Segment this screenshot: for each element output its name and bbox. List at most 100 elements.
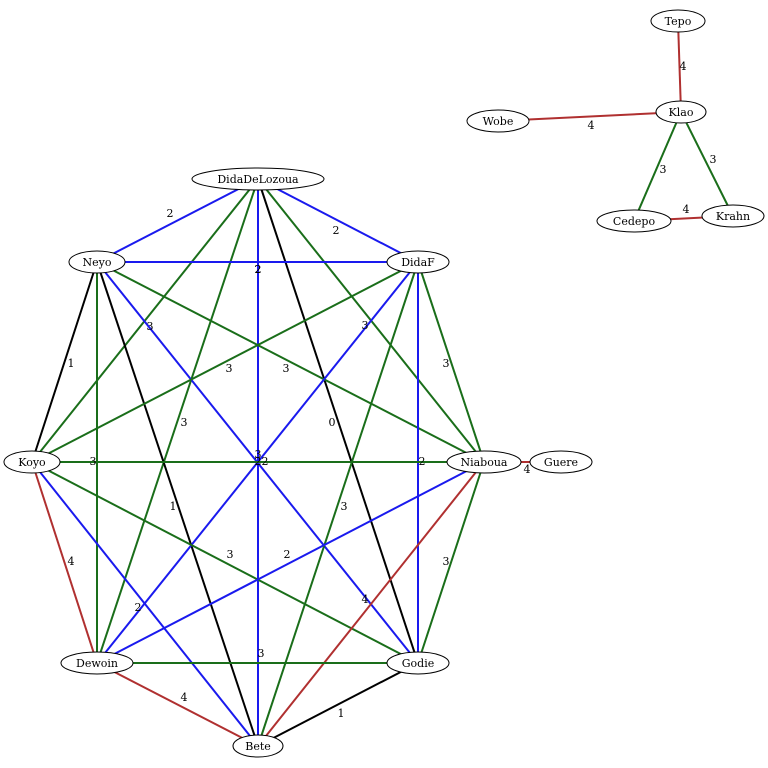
node-label: Godie: [402, 657, 434, 670]
edge-weight-label-didadelozoua-didaf: 2: [333, 224, 340, 237]
edge-weight-label-neyo-niaboua: 3: [283, 362, 290, 375]
edge-klao-cedepo: [633, 111, 682, 222]
node-ellipse: [701, 204, 765, 228]
node-koyo[interactable]: Koyo: [3, 450, 61, 474]
edge-niaboua-bete: [257, 461, 485, 747]
edge-weight-label-koyo-godie: 3: [227, 548, 234, 561]
edge-weight-label-tepo-klao: 4: [680, 60, 687, 73]
node-ellipse: [446, 450, 522, 474]
node-ellipse: [386, 651, 450, 675]
edge-didaf-koyo: [31, 261, 419, 463]
node-label: Neyo: [83, 256, 112, 269]
edge-weight-label-koyo-bete: 2: [262, 455, 269, 468]
edge-weight-label-koyo-dewoin: 4: [68, 555, 75, 568]
edge-neyo-niaboua: [96, 261, 485, 463]
edge-weight-label-klao-cedepo: 3: [660, 163, 667, 176]
node-neyo[interactable]: Neyo: [68, 250, 126, 274]
edge-didaf-bete: [257, 261, 419, 747]
edge-weight-label-didadelozoua-neyo: 2: [167, 207, 174, 220]
node-label: Bete: [245, 740, 271, 753]
edge-koyo-bete: [31, 461, 259, 747]
edge-neyo-bete: [96, 261, 259, 747]
node-label: DidaF: [401, 256, 435, 269]
node-label: Cedepo: [613, 215, 656, 228]
edge-niaboua-godie: [417, 461, 485, 664]
edge-weight-label-klao-krahn: 3: [710, 153, 717, 166]
edge-weight-label-didaf-dewoin: 2: [135, 601, 142, 614]
edge-tepo-klao: [677, 20, 682, 113]
node-label: Wobe: [483, 115, 514, 128]
edge-weight-label-didadelozoua-godie: 0: [329, 416, 336, 429]
node-label: Guere: [544, 456, 578, 469]
edges-layer: [31, 20, 734, 747]
node-wobe[interactable]: Wobe: [466, 109, 530, 133]
node-ellipse: [596, 209, 672, 233]
edge-weight-label-wobe-klao: 4: [588, 119, 595, 132]
edge-dewoin-bete: [96, 662, 259, 747]
node-didadelozoua[interactable]: DidaDeLozoua: [191, 167, 325, 191]
edge-weight-label-niaboua-guere: 4: [524, 463, 531, 476]
edge-koyo-dewoin: [31, 461, 98, 664]
edge-weight-label-didaf-bete: 3: [341, 500, 348, 513]
node-tepo[interactable]: Tepo: [650, 9, 706, 33]
node-label: DidaDeLozoua: [217, 173, 299, 186]
edge-weight-label-cedepo-krahn: 4: [683, 203, 690, 216]
node-niaboua[interactable]: Niaboua: [446, 450, 522, 474]
node-label: Krahn: [716, 210, 750, 223]
edge-weight-label-didaf-niaboua: 3: [443, 357, 450, 370]
edge-didadelozoua-didaf: [257, 178, 419, 263]
node-dewoin[interactable]: Dewoin: [60, 651, 134, 675]
node-bete[interactable]: Bete: [232, 734, 284, 758]
edge-weight-label-didaf-godie: 2: [284, 548, 291, 561]
node-ellipse: [529, 450, 593, 474]
node-ellipse: [232, 734, 284, 758]
node-cedepo[interactable]: Cedepo: [596, 209, 672, 233]
edge-weight-label-neyo-godie: 2: [255, 455, 262, 468]
edge-weight-label-dewoin-godie: 3: [258, 647, 265, 660]
edge-weight-label-didadelozoua-dewoin: 3: [181, 416, 188, 429]
edge-klao-krahn: [680, 111, 734, 217]
node-ellipse: [466, 109, 530, 133]
node-ellipse: [60, 651, 134, 675]
edge-niaboua-dewoin: [96, 461, 485, 664]
edge-weight-label-didaf-koyo: 3: [226, 362, 233, 375]
edge-weight-label-didadelozoua-bete: 2: [255, 263, 262, 276]
edge-koyo-godie: [31, 461, 419, 664]
edge-weight-label-neyo-dewoin: 3: [255, 448, 262, 461]
node-didaf[interactable]: DidaF: [386, 250, 450, 274]
node-label: Niaboua: [460, 456, 507, 469]
node-label: Dewoin: [76, 657, 118, 670]
node-label: Tepo: [665, 15, 692, 28]
node-ellipse: [655, 100, 707, 124]
edge-weight-label-godie-bete: 1: [338, 707, 345, 720]
edge-weight-label-niaboua-bete: 4: [362, 593, 369, 606]
edge-didadelozoua-neyo: [96, 178, 259, 263]
node-ellipse: [386, 250, 450, 274]
edge-weight-label-dewoin-bete: 4: [181, 691, 188, 704]
node-ellipse: [68, 250, 126, 274]
edge-didadelozoua-dewoin: [96, 178, 259, 664]
node-ellipse: [191, 167, 325, 191]
node-label: Koyo: [18, 456, 46, 469]
edge-godie-bete: [257, 662, 419, 747]
edge-didadelozoua-godie: [257, 178, 419, 664]
edge-weight-label-didadelozoua-koyo: 3: [147, 320, 154, 333]
node-godie[interactable]: Godie: [386, 651, 450, 675]
edge-weight-label-niaboua-godie: 3: [443, 555, 450, 568]
edge-didaf-niaboua: [417, 261, 485, 463]
node-ellipse: [650, 9, 706, 33]
node-guere[interactable]: Guere: [529, 450, 593, 474]
node-klao[interactable]: Klao: [655, 100, 707, 124]
edge-weight-label-didadelozoua-niaboua: 3: [362, 319, 369, 332]
edge-weight-label-koyo-niaboua: 3: [90, 455, 97, 468]
edge-weight-label-neyo-didaf: 2: [255, 263, 262, 276]
edge-neyo-koyo: [31, 261, 98, 463]
edge-weight-label-neyo-koyo: 1: [68, 357, 75, 370]
edge-weight-label-neyo-bete: 1: [170, 500, 177, 513]
node-label: Klao: [669, 106, 694, 119]
edge-weight-label-niaboua-dewoin: 2: [419, 455, 426, 468]
node-krahn[interactable]: Krahn: [701, 204, 765, 228]
